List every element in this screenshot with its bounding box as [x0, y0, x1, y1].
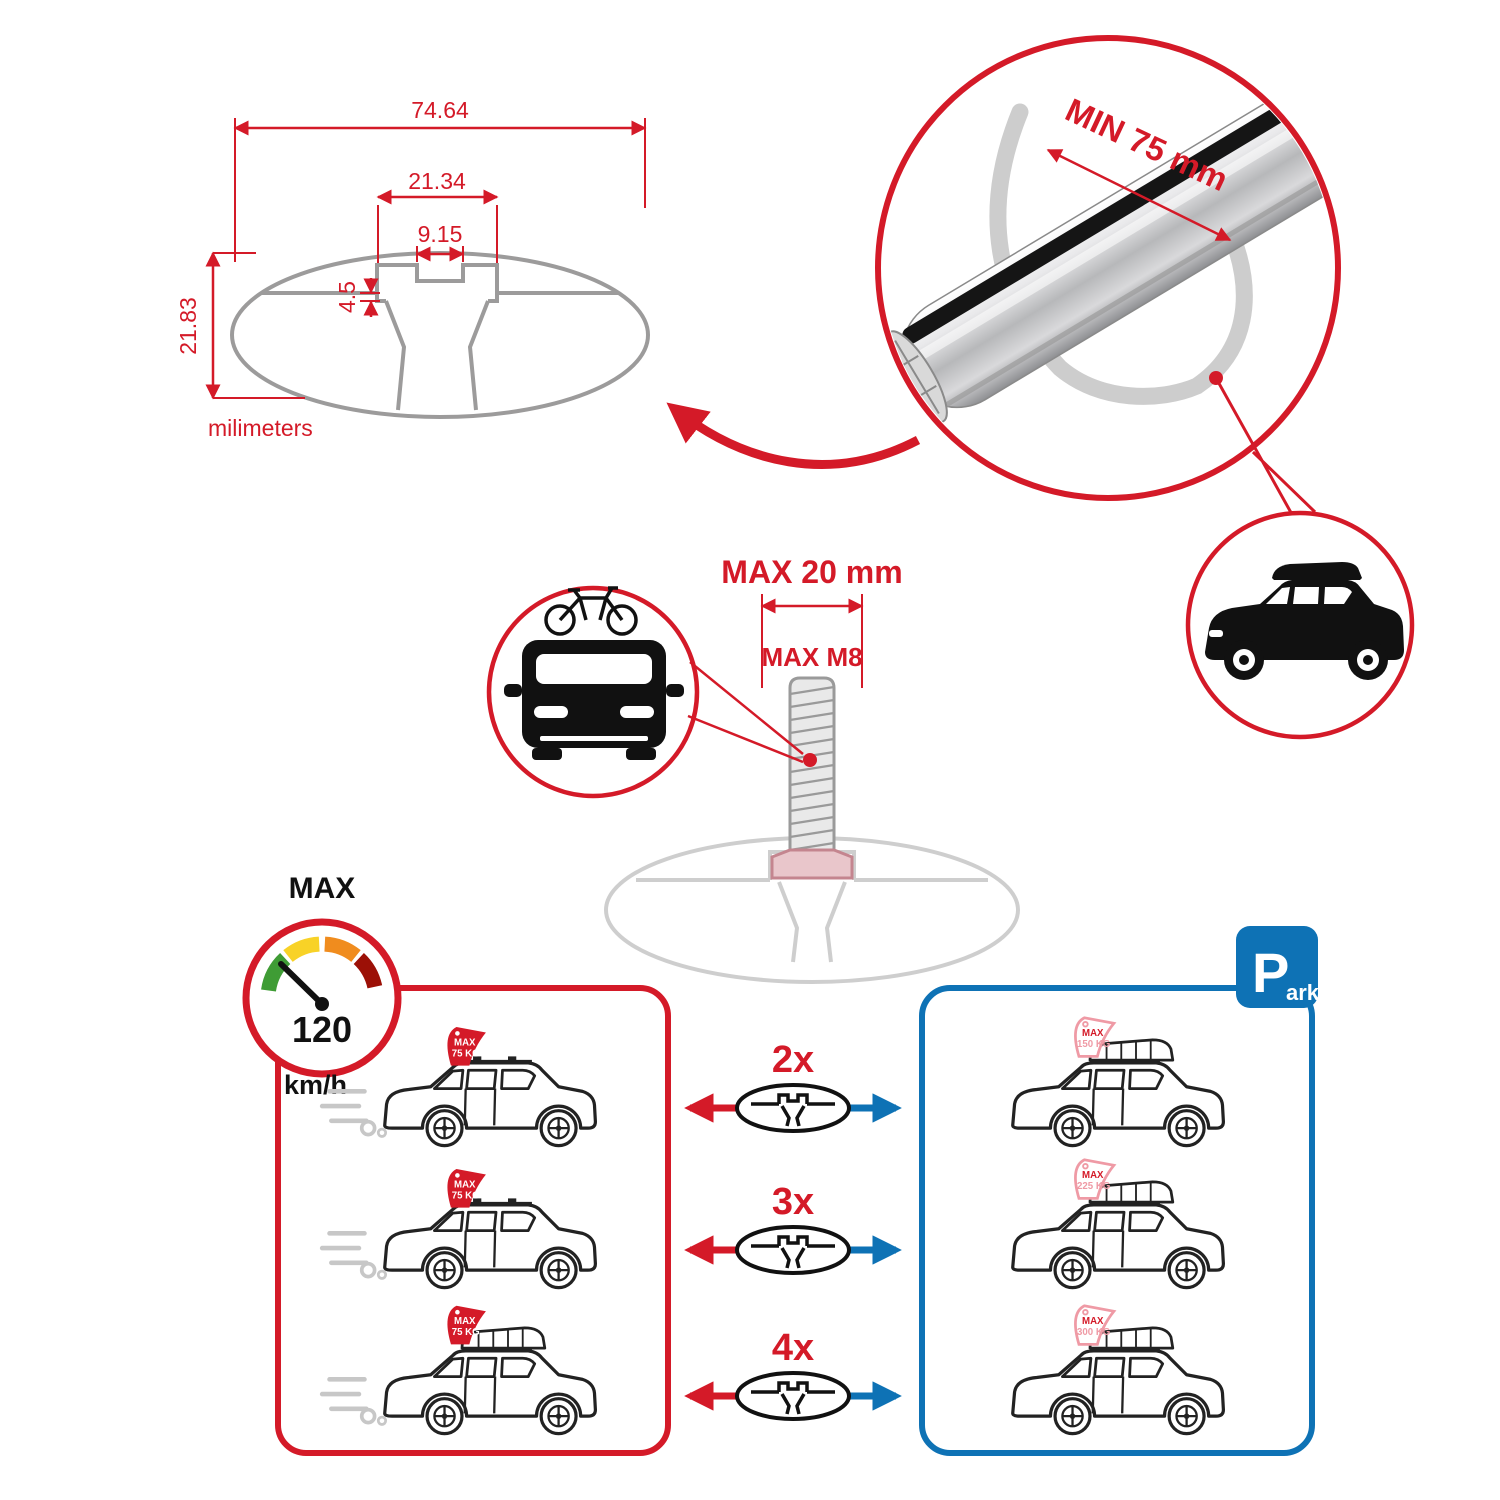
flag-max-label: MAX	[1082, 1170, 1104, 1181]
bolt-point-dot	[803, 753, 817, 767]
leader-to-bolt	[687, 661, 804, 764]
flag-max-label: MAX	[1082, 1028, 1104, 1039]
car-front-icon	[504, 640, 684, 760]
multiplier-row: 4x	[684, 1327, 902, 1421]
multiplier-row: 2x	[684, 1039, 902, 1133]
parking-sign-p: P	[1252, 941, 1289, 1004]
parked-car: MAX 300 KG	[1011, 1304, 1226, 1436]
t-bolt	[770, 676, 854, 880]
profile-step	[375, 293, 499, 303]
bicycle-icon	[544, 586, 638, 636]
driving-car: MAX 75 KG	[319, 1168, 598, 1290]
profile-stem	[384, 300, 490, 411]
max-20-label: MAX 20 mm	[721, 554, 902, 590]
suv-silhouette	[1205, 562, 1404, 680]
multiplier-label: 2x	[772, 1039, 814, 1081]
multiplier-rows: 2x 3x 4x	[684, 1039, 902, 1421]
flag-weight-label: 225 KG	[1077, 1181, 1110, 1192]
dim-mid-width-label: 21.34	[408, 168, 466, 194]
parked-car: MAX 150 KG	[1011, 1016, 1226, 1148]
dim-step-height-label: 4.5	[334, 281, 360, 313]
bar-ellipse-outline	[230, 251, 650, 419]
flag-weight-label: 75 KG	[452, 1190, 480, 1201]
bike-car-circle	[486, 585, 700, 799]
max-m8-label: MAX M8	[761, 642, 862, 672]
speed-units: km/h	[284, 1070, 347, 1100]
crossbar-icon	[735, 1371, 851, 1421]
parking-sign-ark: ark	[1286, 980, 1320, 1005]
flag-max-label: MAX	[454, 1316, 476, 1327]
speed-value: 120	[292, 1009, 352, 1050]
weight-flag: MAX 300 KG	[1074, 1304, 1117, 1346]
pointer-arrow-to-section	[666, 402, 921, 469]
driving-car: MAX 75 KG	[319, 1305, 598, 1436]
weight-flag: MAX 75 KG	[447, 1026, 486, 1066]
weight-flag: MAX 75 KG	[447, 1168, 486, 1208]
motion-lines	[319, 1377, 388, 1426]
flag-weight-label: 75 KG	[452, 1327, 480, 1338]
cross-section-diagram: 74.64 21.34 9.15 4.5 21.83 milimeters	[175, 97, 650, 441]
roof-box-silhouette	[1272, 562, 1362, 580]
motion-lines	[319, 1089, 388, 1138]
dim-total-height-label: 21.83	[175, 297, 201, 355]
driving-panel-cars: MAX 75 KG MAX 75 KG	[319, 1026, 598, 1436]
gauge-needle	[278, 961, 325, 1007]
parking-sign: P ark	[1236, 926, 1320, 1008]
weight-flag: MAX 150 KG	[1074, 1016, 1117, 1058]
flag-weight-label: 75 KG	[452, 1048, 480, 1059]
multiplier-row: 3x	[684, 1181, 902, 1275]
parking-panel-cars: MAX 150 KG MAX 225 KG MAX 300 KG	[1011, 1016, 1226, 1436]
roofbox-suv-circle	[1185, 510, 1415, 740]
multiplier-label: 3x	[772, 1181, 814, 1223]
dim-outer-width-label: 74.64	[411, 97, 469, 123]
flag-max-label: MAX	[454, 1179, 476, 1190]
bolt-diagram: MAX 20 mm MAX M8	[604, 554, 1020, 984]
crossbar-icon	[735, 1083, 851, 1133]
t-bolt-head	[770, 848, 854, 880]
flag-weight-label: 150 KG	[1077, 1039, 1110, 1050]
aluminum-bar	[885, 72, 1334, 423]
leader-to-suv	[1214, 377, 1317, 519]
crossbar-icon	[735, 1225, 851, 1275]
speed-gauge-title: MAX	[289, 872, 356, 905]
parked-car: MAX 225 KG	[1011, 1158, 1226, 1290]
multiplier-label: 4x	[772, 1327, 814, 1369]
weight-flag: MAX 75 KG	[447, 1305, 486, 1345]
weight-flag: MAX 225 KG	[1074, 1158, 1117, 1200]
flag-weight-label: 300 KG	[1077, 1327, 1110, 1338]
min-width-arrow	[1046, 148, 1232, 242]
clamp-strap-ghost	[989, 103, 1253, 405]
dim-slot-width-label: 9.15	[418, 221, 463, 247]
speed-gauge: MAX 120 km/h	[242, 872, 402, 1100]
bar-detail-circle: MIN 75 mm	[666, 35, 1341, 519]
units-label: milimeters	[208, 415, 313, 441]
driving-car: MAX 75 KG	[319, 1026, 598, 1148]
motion-lines	[319, 1231, 388, 1280]
flag-max-label: MAX	[1082, 1316, 1104, 1327]
flag-max-label: MAX	[454, 1037, 476, 1048]
